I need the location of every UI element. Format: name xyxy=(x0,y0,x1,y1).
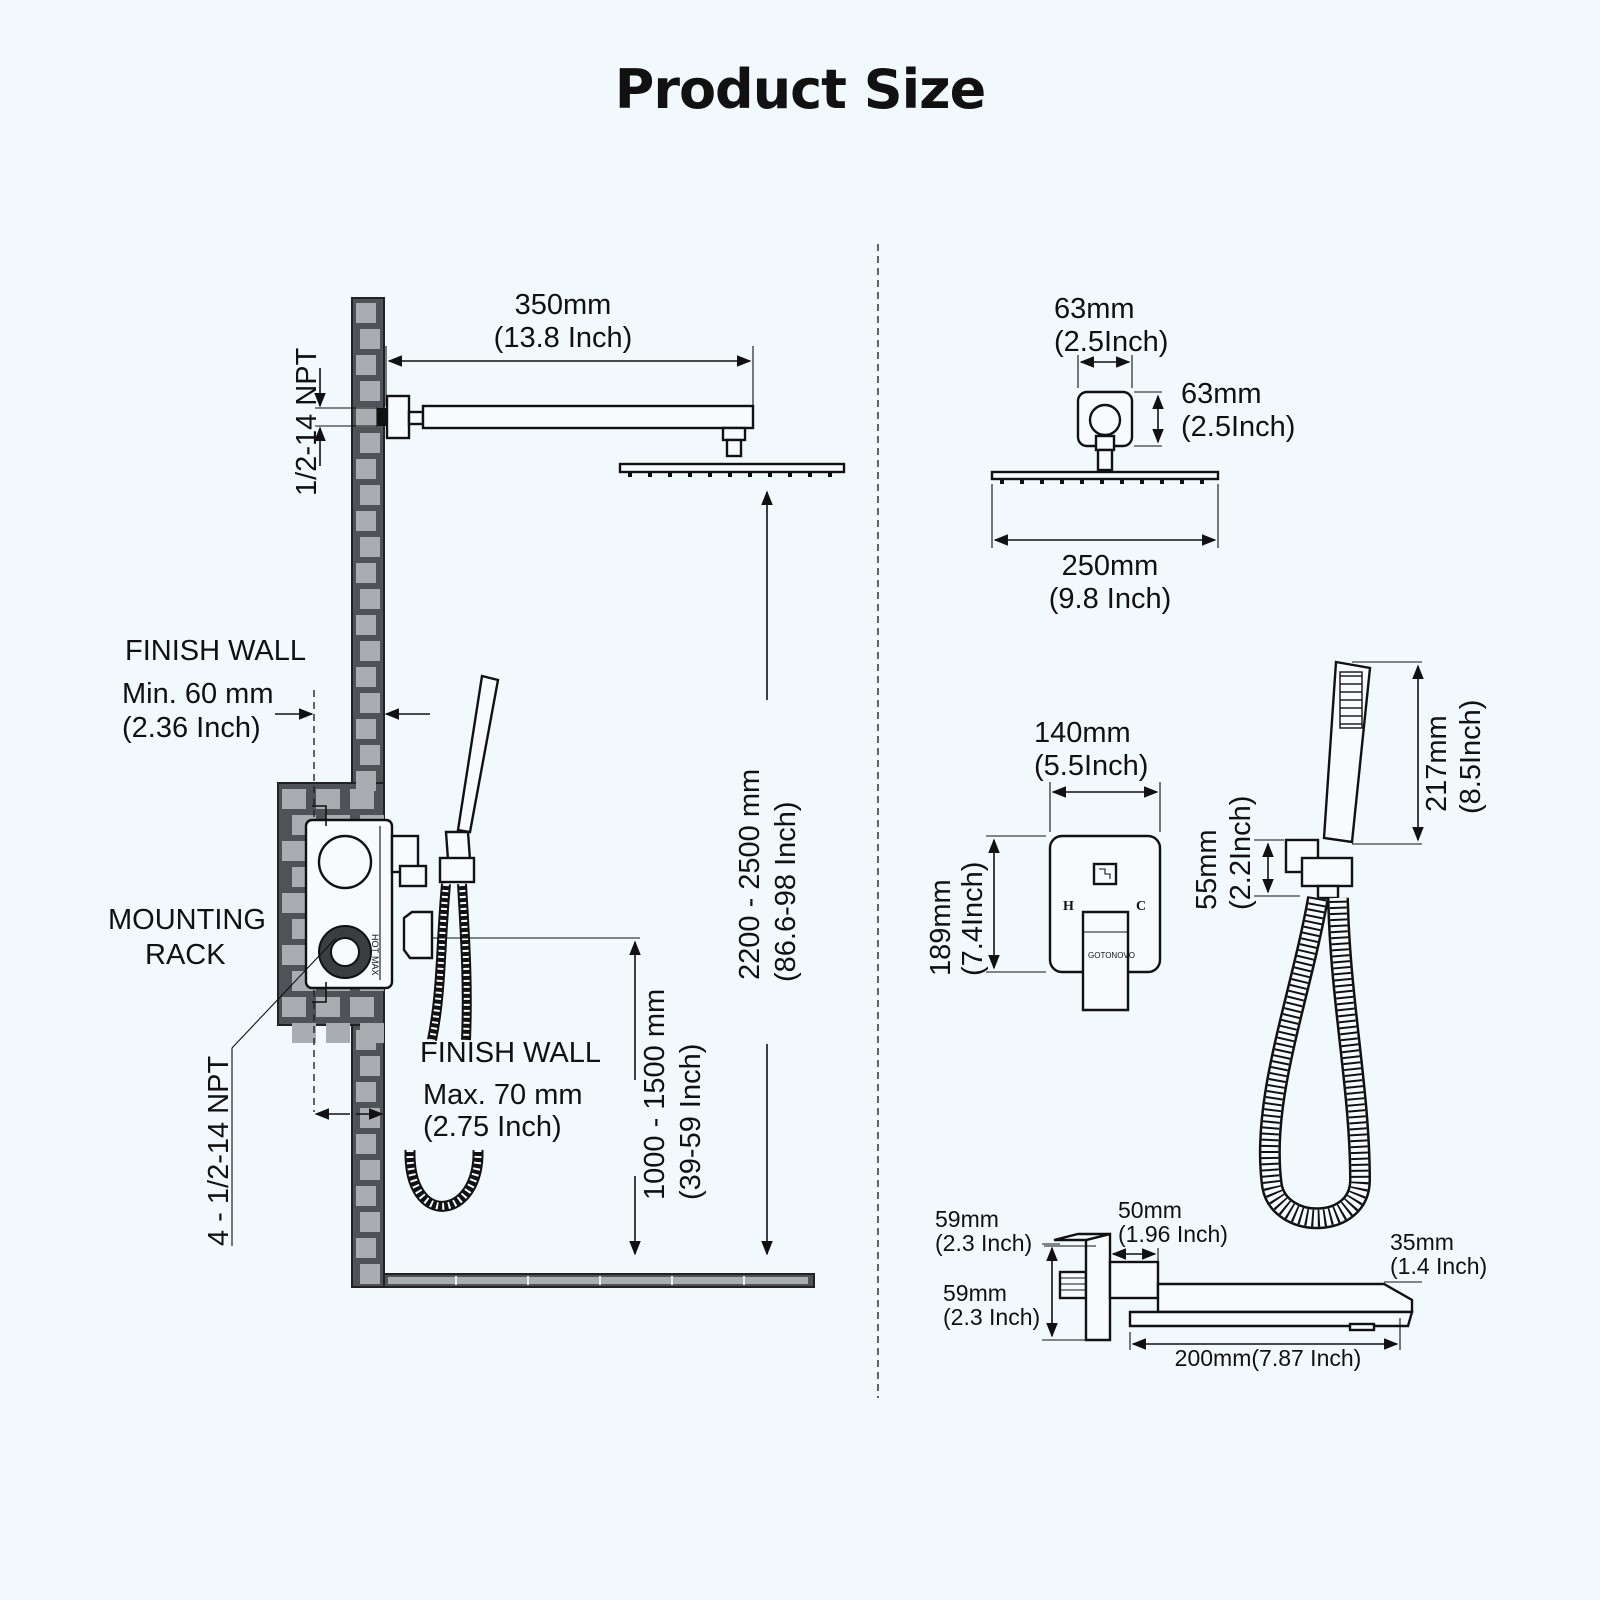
hand-shower-installed xyxy=(404,674,500,1212)
valve-height-inch: (39-59 Inch) xyxy=(675,1044,707,1200)
valve-height-mm: 1000 - 1500 mm xyxy=(639,989,671,1200)
finish-wall-bottom-label: FINISH WALL xyxy=(420,1037,601,1069)
trim-width-mm: 140mm xyxy=(1034,717,1131,749)
trim-hot-mark: H xyxy=(1063,899,1074,914)
flange-height-inch: (2.5Inch) xyxy=(1181,411,1295,443)
spout-flange-height-mm: 59mm xyxy=(943,1280,1007,1306)
shower-height-mm: 2200 - 2500 mm xyxy=(734,769,766,980)
handheld-length-inch: (8.5Inch) xyxy=(1455,700,1487,814)
flange-width-mm: 63mm xyxy=(1054,293,1135,325)
tub-spout xyxy=(1053,1232,1414,1342)
trim-height-mm: 189mm xyxy=(925,879,957,976)
valve-body: HOT MAX xyxy=(304,805,434,1003)
arm-length-inch: (13.8 Inch) xyxy=(494,322,633,354)
trim-height-inch: (7.4Inch) xyxy=(957,862,989,976)
head-width-mm: 250mm xyxy=(1062,550,1159,582)
spout-flange-width-mm: 59mm xyxy=(935,1206,999,1232)
valve-max-mark: MAX xyxy=(370,956,380,976)
trim-width-inch: (5.5Inch) xyxy=(1034,750,1148,782)
hand-shower-front xyxy=(1258,660,1372,1230)
arm-length-mm: 350mm xyxy=(515,289,612,321)
finish-wall-min-value: Min. 60 mm xyxy=(122,678,273,710)
flange-width-inch: (2.5Inch) xyxy=(1054,326,1168,358)
finish-wall-max-inch: (2.75 Inch) xyxy=(423,1111,562,1143)
shower-height-inch: (86.6-98 Inch) xyxy=(770,801,802,982)
handheld-length-mm: 217mm xyxy=(1421,715,1453,812)
mounting-rack-line2: RACK xyxy=(145,939,226,971)
inlet-thread-label: 1/2-14 NPT xyxy=(291,347,323,496)
rack-thread-label: 4 - 1/2-14 NPT xyxy=(203,1056,235,1246)
spout-depth-inch: (1.96 Inch) xyxy=(1118,1221,1228,1247)
rain-head-front xyxy=(990,470,1220,484)
spout-flange-height-inch: (2.3 Inch) xyxy=(943,1304,1040,1330)
rain-shower-head xyxy=(618,462,846,477)
shower-arm xyxy=(377,394,755,458)
shower-flange xyxy=(1076,390,1134,472)
holder-height-inch: (2.2Inch) xyxy=(1225,796,1257,910)
flange-height-mm: 63mm xyxy=(1181,378,1262,410)
page-title: Product Size xyxy=(614,58,986,121)
spout-depth-mm: 50mm xyxy=(1118,1197,1182,1223)
spout-height-inch: (1.4 Inch) xyxy=(1390,1253,1487,1279)
valve-hot-mark: HOT xyxy=(370,934,380,954)
finish-wall-max-value: Max. 70 mm xyxy=(423,1079,583,1111)
valve-trim-plate: H C GOTONOVO xyxy=(1048,834,1162,1012)
finish-wall-top-label: FINISH WALL xyxy=(125,635,306,667)
mounting-rack-line1: MOUNTING xyxy=(108,904,266,936)
trim-cold-mark: C xyxy=(1136,899,1146,914)
spout-height-mm: 35mm xyxy=(1390,1229,1454,1255)
trim-brand-mark: GOTONOVO xyxy=(1088,951,1135,960)
spout-length-label: 200mm(7.87 Inch) xyxy=(1175,1345,1362,1371)
spout-flange-width-inch: (2.3 Inch) xyxy=(935,1230,1032,1256)
head-width-inch: (9.8 Inch) xyxy=(1049,583,1172,615)
holder-height-mm: 55mm xyxy=(1191,829,1223,910)
finish-wall-min-inch: (2.36 Inch) xyxy=(122,712,261,744)
